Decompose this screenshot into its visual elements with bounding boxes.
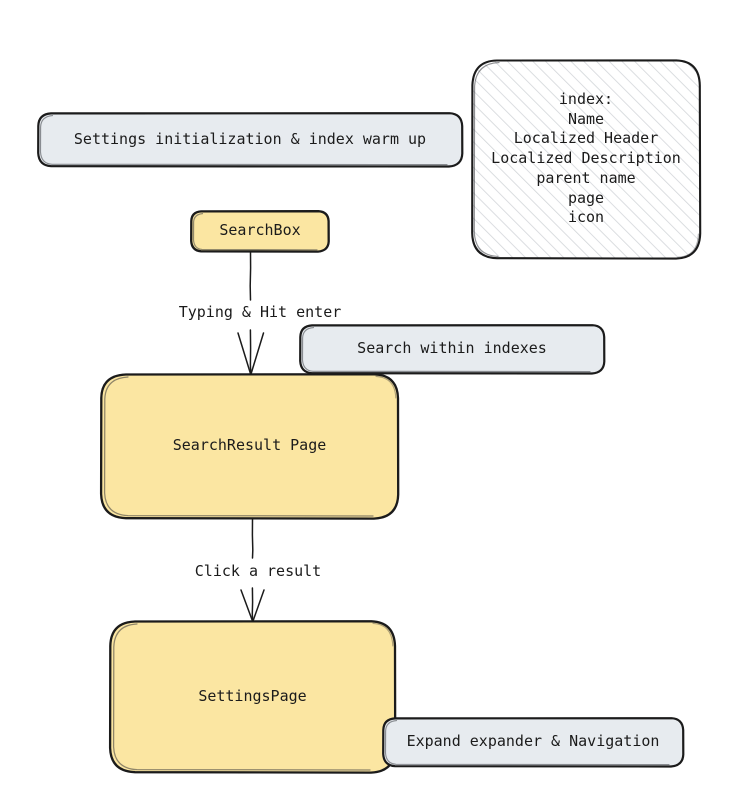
node-index-spec-shape	[471, 59, 702, 260]
edge-searchbox-to-result	[237, 251, 265, 375]
node-search-box[interactable]	[191, 211, 329, 251]
edge-label-typing-hit-enter: Typing & Hit enter	[178, 303, 342, 321]
node-settings-init[interactable]	[38, 113, 462, 166]
node-search-within-indexes[interactable]	[300, 325, 604, 373]
node-search-result-page-shape	[99, 373, 400, 520]
node-search-result-page[interactable]	[101, 374, 398, 518]
node-expand-navigation[interactable]	[383, 718, 683, 766]
node-settings-page-shape	[108, 620, 397, 774]
node-expand-navigation-shape	[382, 717, 685, 768]
node-search-box-shape	[190, 210, 330, 253]
node-settings-init-shape	[37, 112, 464, 168]
node-search-within-indexes-shape	[299, 324, 606, 375]
node-index-spec[interactable]	[472, 60, 700, 258]
edge-label-click-a-result: Click a result	[194, 562, 322, 580]
node-settings-page[interactable]	[110, 621, 395, 772]
edge-result-to-settings	[240, 518, 265, 622]
